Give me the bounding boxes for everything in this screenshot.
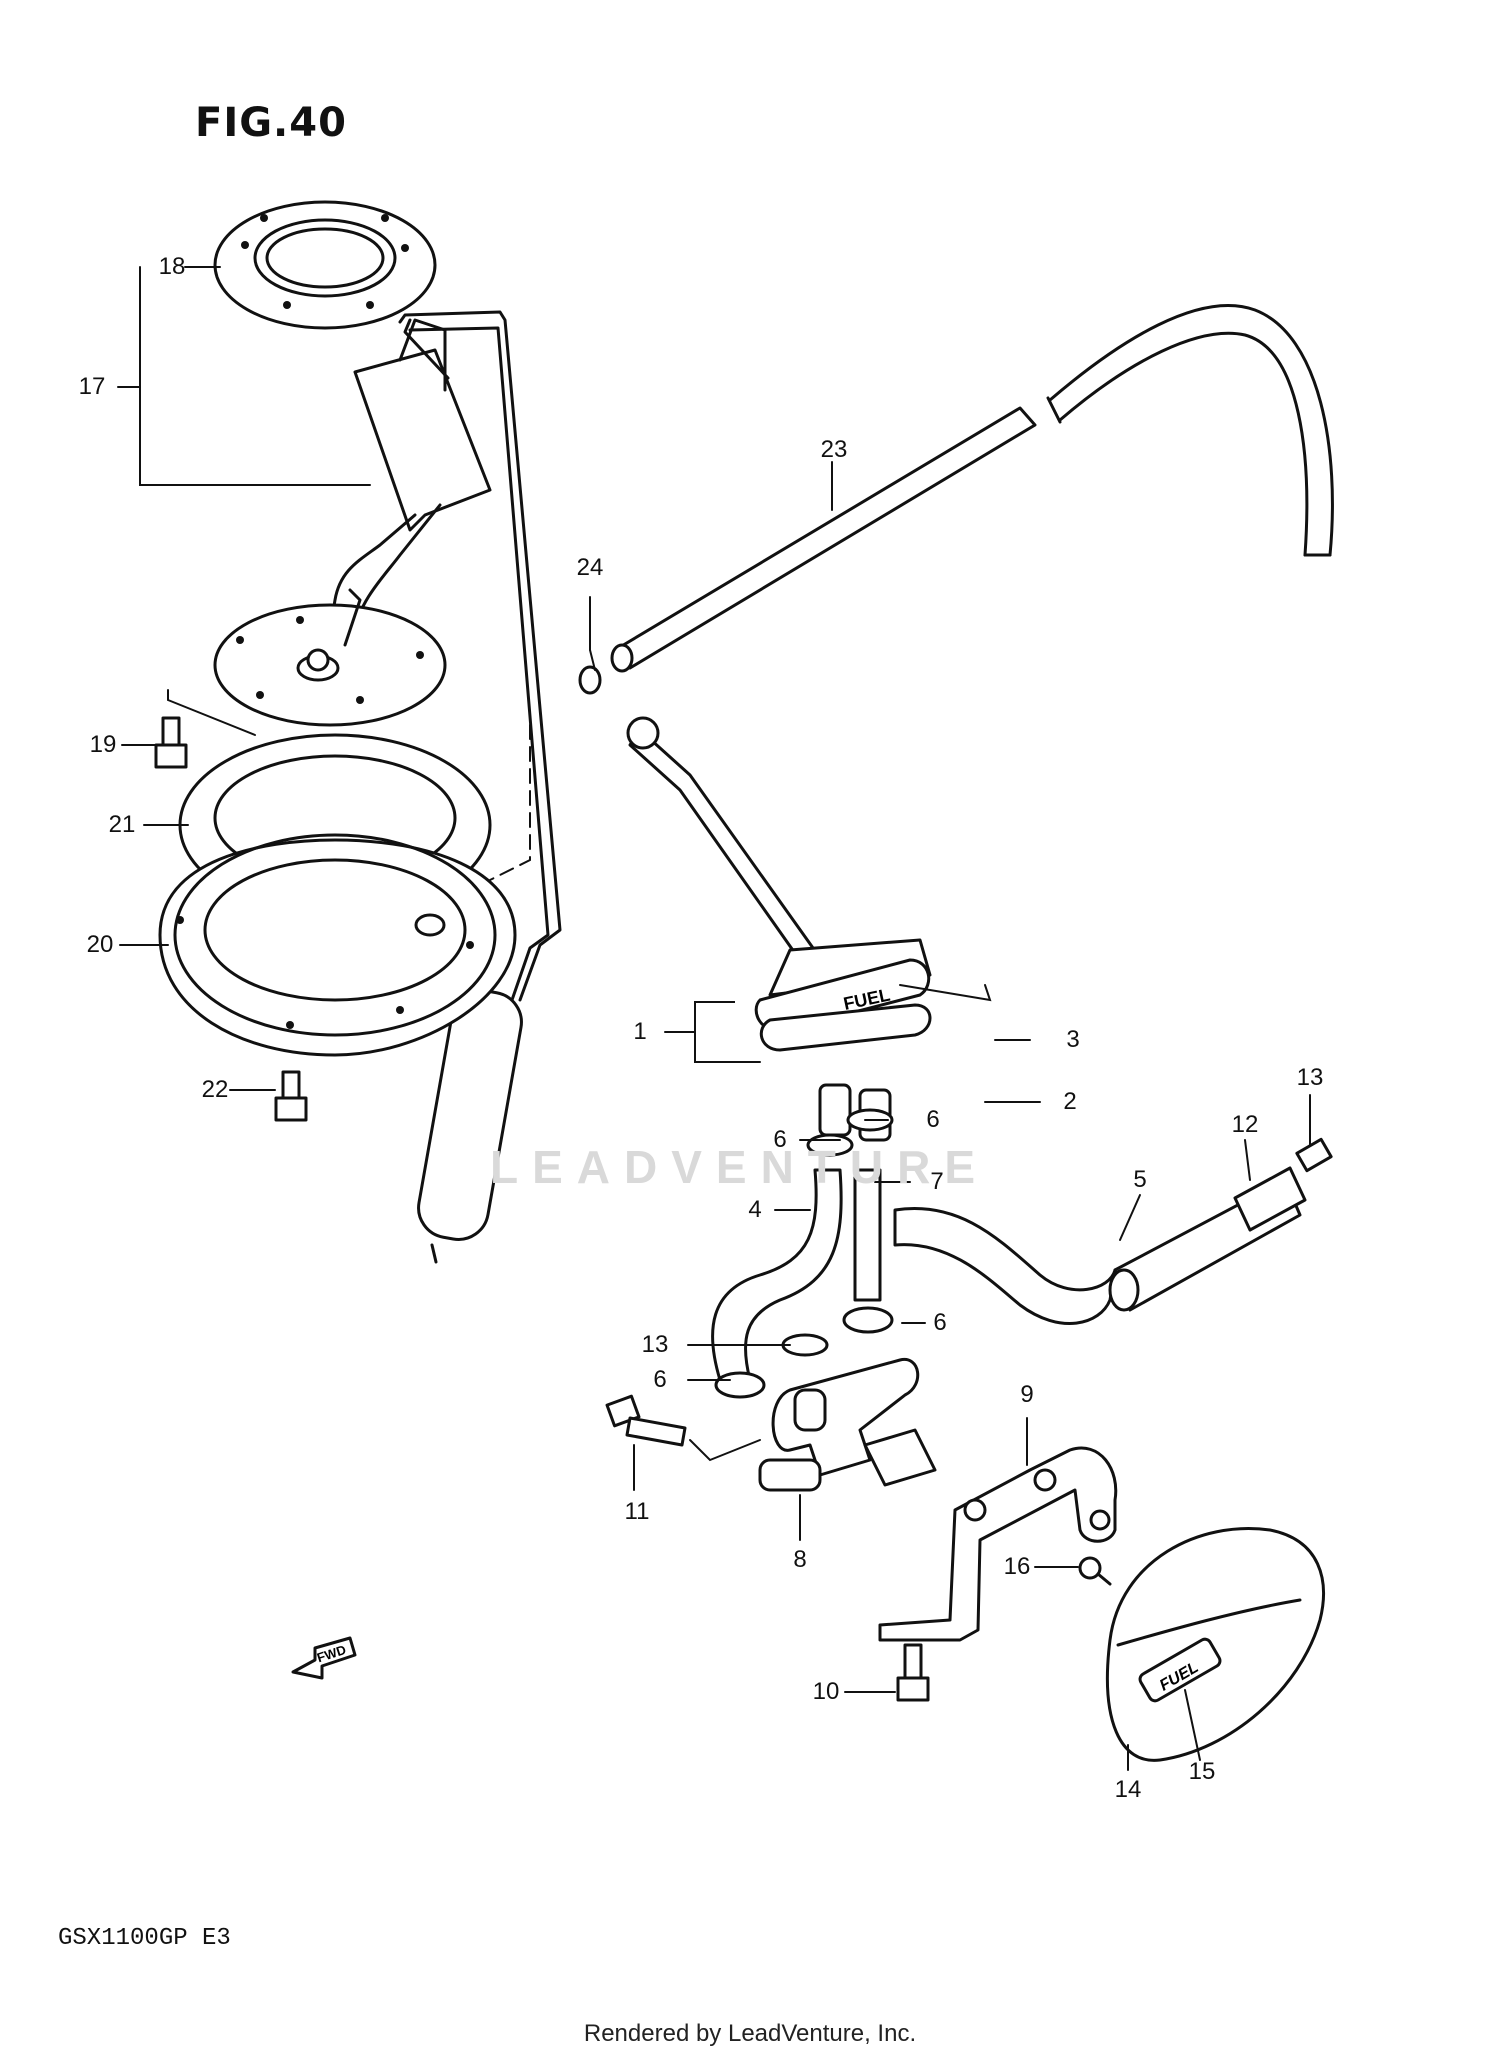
- callout-13-left: 13: [641, 1331, 669, 1358]
- part-9-bracket: [878, 1446, 1118, 1642]
- callout-1: 1: [633, 1018, 647, 1045]
- callout-19: 19: [89, 731, 117, 758]
- callout-23: 23: [820, 436, 848, 463]
- callout-24: 24: [576, 554, 604, 581]
- part-8-fuel-cock: [758, 1358, 937, 1492]
- callout-16: 16: [1003, 1553, 1031, 1580]
- forward-arrow-icon: FWD: [291, 1636, 357, 1680]
- callout-8: 8: [793, 1546, 807, 1573]
- callout-4: 4: [748, 1196, 762, 1223]
- part-1-fuel-valve: FUEL: [626, 716, 932, 1052]
- part-4-hose: [711, 1083, 892, 1382]
- part-17-fuel-level-sender: [213, 310, 562, 1264]
- callout-6-lower-left: 6: [653, 1366, 667, 1393]
- leader-lines: [117, 266, 1311, 1771]
- model-code: GSX1100GP E3: [58, 1925, 231, 1952]
- callout-17: 17: [78, 373, 106, 400]
- callout-10: 10: [812, 1678, 840, 1705]
- part-23-breather-hose: [610, 304, 1334, 673]
- part-19-bolt: [154, 716, 188, 769]
- callout-6-upper: 6: [926, 1106, 940, 1133]
- render-credit: Rendered by LeadVenture, Inc.: [583, 2020, 917, 2047]
- part-11-bolt: [605, 1394, 761, 1462]
- callout-6-lower-right: 6: [933, 1309, 947, 1336]
- callout-5: 5: [1133, 1166, 1147, 1193]
- callout-20: 20: [86, 931, 114, 958]
- figure-title: FIG.40: [195, 100, 347, 146]
- callout-15: 15: [1188, 1758, 1216, 1785]
- callout-7: 7: [930, 1168, 944, 1195]
- callout-14: 14: [1114, 1776, 1142, 1803]
- part-24-clip: [578, 649, 602, 695]
- part-14-cover: [1106, 1527, 1325, 1762]
- part-12-hose: [1233, 1137, 1333, 1232]
- callout-22: 22: [201, 1076, 229, 1103]
- callout-21: 21: [108, 811, 136, 838]
- part-10-bolt: [896, 1643, 930, 1702]
- callout-12: 12: [1231, 1111, 1259, 1138]
- callout-9: 9: [1020, 1381, 1034, 1408]
- watermark: LEADVENTURE: [490, 1141, 990, 1193]
- part-20-mounting-plate: [158, 833, 517, 1057]
- callout-6-left: 6: [773, 1126, 787, 1153]
- callout-2: 2: [1063, 1088, 1077, 1115]
- part-18-gasket: [213, 200, 437, 330]
- callout-18: 18: [158, 253, 186, 280]
- part-16-screw: [1078, 1556, 1112, 1586]
- callout-11: 11: [624, 1498, 650, 1525]
- callout-3: 3: [1066, 1026, 1080, 1053]
- callout-13-right: 13: [1296, 1064, 1324, 1091]
- part-22-bolt: [274, 1070, 308, 1122]
